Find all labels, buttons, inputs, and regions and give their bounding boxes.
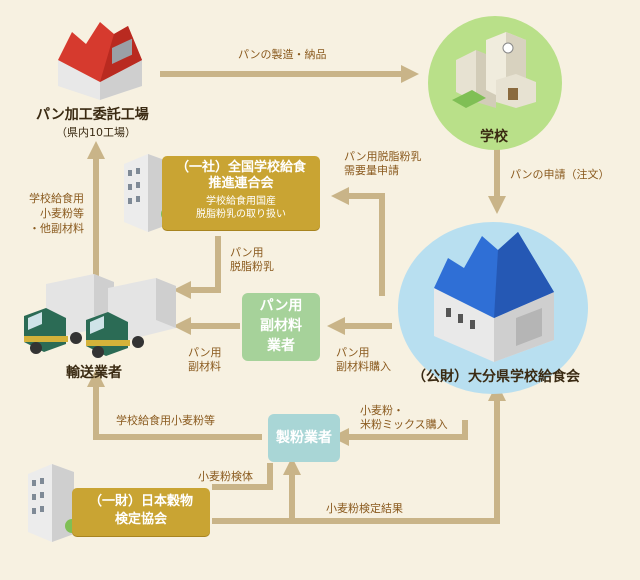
- truck-icon: [24, 274, 176, 358]
- label-materials-purchase-1: パン用: [336, 346, 370, 359]
- label-materials-purchase-2: 副材料購入: [336, 360, 391, 373]
- school-name: 学校: [480, 129, 508, 145]
- arrow-flour-to-transport: [87, 369, 262, 440]
- label-flour-to-transport: 学校給食用小麦粉等: [116, 414, 215, 427]
- miller-name: 製粉業者: [276, 430, 332, 446]
- label-transport-to-bakery-1: 学校給食用: [29, 192, 84, 205]
- label-materials-to-transport-2: 副材料: [188, 360, 221, 373]
- federation-desc-line2: 脱脂粉乳の取り扱い: [196, 209, 286, 220]
- miller-box: 製粉業者: [268, 414, 340, 462]
- school-building-icon: [452, 32, 536, 108]
- arrow-milk-demand: [331, 187, 385, 296]
- arrow-inspection-result: [212, 383, 506, 524]
- label-inspection-result: 小麦粉検定結果: [326, 502, 403, 515]
- federation-desc-line1: 学校給食用国産: [206, 196, 276, 207]
- inspection-line2: 検定協会: [114, 512, 167, 527]
- federation-name-line1: （一社）全国学校給食: [175, 160, 306, 175]
- factory-icon: [58, 22, 142, 100]
- label-bread-order: パンの申請（注文）: [510, 168, 610, 181]
- materials-line2: 副材料: [260, 318, 302, 334]
- label-bread-delivery: パンの製造・納品: [238, 48, 327, 61]
- warehouse-icon: [434, 232, 554, 362]
- association-name: （公財）大分県学校給食会: [412, 369, 580, 385]
- inspection-line1: （一財）日本穀物: [88, 494, 193, 509]
- label-milk-demand-1: パン用脱脂粉乳: [344, 150, 422, 163]
- inspection-box: （一財）日本穀物 検定協会: [72, 488, 210, 536]
- label-milk-to-transport-2: 脱脂粉乳: [230, 260, 274, 273]
- materials-line3: 業者: [267, 338, 295, 354]
- inspection-building-icon: [28, 464, 79, 542]
- transport-name: 輸送業者: [66, 365, 122, 381]
- federation-name-line2: 推進連合会: [208, 176, 274, 191]
- label-flour-purchase-1: 小麦粉・: [360, 404, 404, 417]
- federation-box: （一社）全国学校給食 推進連合会 学校給食用国産 脱脂粉乳の取り扱い: [162, 156, 320, 230]
- label-flour-sample: 小麦粉検体: [198, 470, 253, 483]
- arrow-flour-sample: [212, 463, 273, 490]
- materials-box: パン用 副材料 業者: [242, 293, 320, 361]
- bakery-sub: （県内10工場）: [56, 126, 136, 139]
- arrow-milk-to-transport: [173, 236, 221, 299]
- arrow-flour-purchase: [331, 420, 468, 446]
- bakery-name: パン加工委託工場: [36, 107, 149, 123]
- label-milk-demand-2: 需要量申請: [344, 164, 399, 177]
- label-transport-to-bakery-2: 小麦粉等: [40, 207, 84, 220]
- label-milk-to-transport-1: パン用: [230, 246, 264, 259]
- label-transport-to-bakery-3: ・他副材料: [29, 222, 84, 235]
- label-materials-to-transport-1: パン用: [188, 346, 222, 359]
- materials-line1: パン用: [259, 298, 303, 314]
- label-flour-purchase-2: 米粉ミックス購入: [360, 418, 448, 431]
